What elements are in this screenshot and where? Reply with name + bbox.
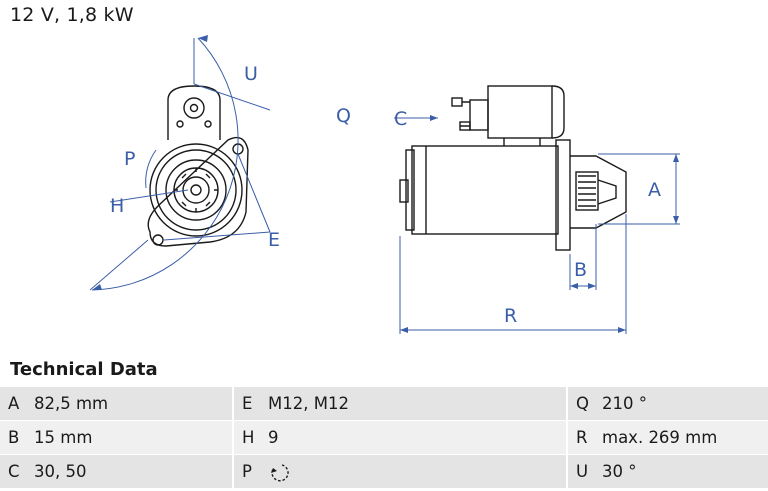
spec-key: C: [0, 454, 34, 489]
spec-value: 210 °: [602, 387, 768, 421]
technical-data-title: Technical Data: [10, 359, 158, 380]
spec-key: R: [566, 420, 602, 455]
spec-key: P: [232, 454, 268, 489]
spec-value: max. 269 mm: [602, 420, 768, 455]
spec-key: U: [566, 454, 602, 489]
spec-heading: 12 V, 1,8 kW: [10, 4, 134, 26]
spec-key: A: [0, 387, 34, 421]
label-b: B: [574, 259, 587, 281]
dimension-arrows: [92, 35, 679, 333]
label-q: Q: [336, 105, 351, 127]
table-row: A 82,5 mm E M12, M12 Q 210 °: [0, 387, 768, 421]
spec-value: 30, 50: [34, 454, 233, 489]
label-c: C: [394, 108, 407, 130]
table-row: B 15 mm H 9 R max. 269 mm: [0, 420, 768, 455]
label-h: H: [110, 195, 124, 217]
spec-value: M12, M12: [268, 387, 567, 421]
label-p: P: [124, 148, 135, 170]
spec-value: [268, 454, 567, 489]
technical-data-table: A 82,5 mm E M12, M12 Q 210 ° B 15 mm H 9…: [0, 387, 768, 489]
dimension-lines: [89, 37, 680, 334]
side-view: [399, 85, 627, 251]
rotation-direction-icon: [271, 463, 289, 481]
table-row: C 30, 50 P U 30 °: [0, 454, 768, 489]
label-a: A: [648, 179, 661, 201]
label-e: E: [268, 229, 280, 251]
label-u: U: [244, 63, 258, 85]
spec-value: 82,5 mm: [34, 387, 233, 421]
front-view: [147, 85, 249, 247]
spec-key: E: [232, 387, 268, 421]
spec-value: 15 mm: [34, 420, 233, 455]
spec-key: H: [232, 420, 268, 455]
spec-value: 9: [268, 420, 567, 455]
spec-value: 30 °: [602, 454, 768, 489]
spec-key: Q: [566, 387, 602, 421]
starter-motor-drawing: C P H U Q E A B R: [89, 35, 680, 334]
label-r: R: [504, 305, 517, 327]
spec-key: B: [0, 420, 34, 455]
